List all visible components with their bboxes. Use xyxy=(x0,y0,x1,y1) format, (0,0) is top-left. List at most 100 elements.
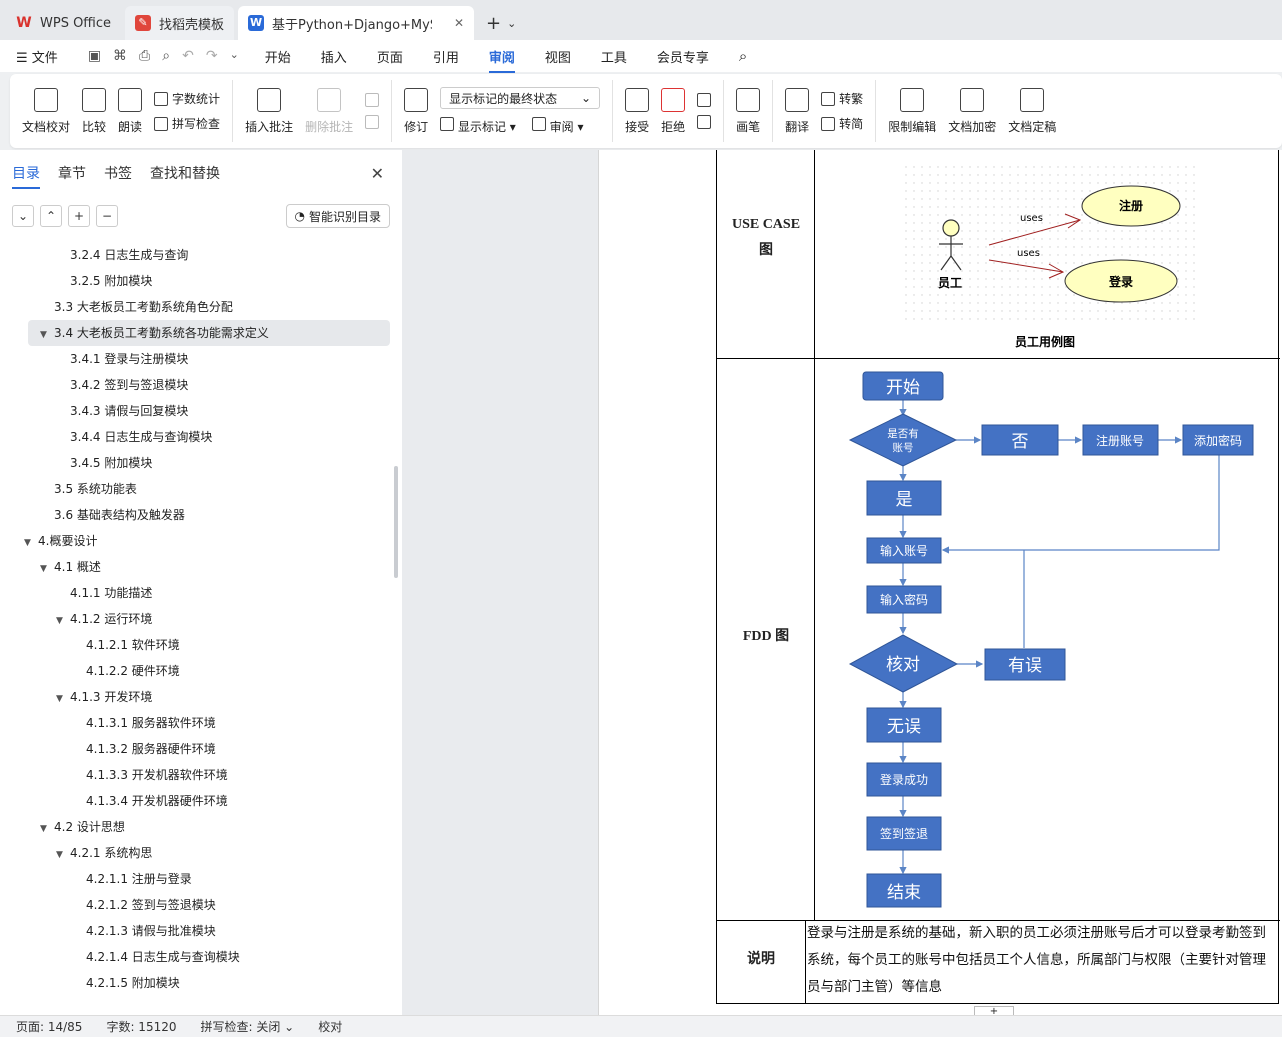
tab-current-document[interactable]: W 基于Python+Django+MySQ ✕ xyxy=(238,6,475,40)
flow-input-account xyxy=(866,537,942,564)
restrict-edit-button[interactable]: 限制编辑 xyxy=(888,87,936,135)
redo-icon[interactable]: ↷ xyxy=(205,48,218,64)
menu-view[interactable]: 视图 xyxy=(544,50,571,66)
menu-review[interactable]: 审阅 xyxy=(488,47,515,73)
menu-file[interactable]: ☰ 文件 xyxy=(16,50,58,66)
chevron-down-icon[interactable]: ⌄ xyxy=(229,48,239,61)
menu-page[interactable]: 页面 xyxy=(376,50,403,66)
toc-item[interactable]: 4.1.3.3 开发机器软件环境 xyxy=(0,762,402,788)
expand-triangle-icon[interactable]: ▼ xyxy=(40,330,47,340)
toc-item[interactable]: ▼4.概要设计 xyxy=(0,528,402,554)
toc-item[interactable]: 4.1.1 功能描述 xyxy=(0,580,402,606)
to-simplified-button[interactable]: 转简 xyxy=(821,115,863,132)
toc-item[interactable]: 4.2.1.2 签到与签退模块 xyxy=(0,892,402,918)
search-icon[interactable]: ⌕ xyxy=(738,47,748,65)
revise-button[interactable]: 修订 xyxy=(404,87,428,135)
toc-item[interactable]: ▼4.1 概述 xyxy=(0,554,402,580)
menu-tools[interactable]: 工具 xyxy=(600,50,627,66)
toc-item[interactable]: 3.4.3 请假与回复模块 xyxy=(0,398,402,424)
prev-change-button[interactable] xyxy=(697,93,712,107)
toc-item[interactable]: 3.3 大老板员工考勤系统角色分配 xyxy=(0,294,402,320)
tab-sections[interactable]: 章节 xyxy=(58,166,86,182)
word-count-indicator[interactable]: 字数: 15120 xyxy=(106,1020,177,1034)
toc-item[interactable]: 4.2.1.1 注册与登录 xyxy=(0,866,402,892)
toc-item[interactable]: 4.1.3.2 服务器硬件环境 xyxy=(0,736,402,762)
expand-triangle-icon[interactable]: ▼ xyxy=(56,694,63,704)
toc-item[interactable]: 3.2.4 日志生成与查询 xyxy=(0,242,402,268)
add-icon[interactable]: + xyxy=(68,205,90,227)
delete-comment-button[interactable]: 删除批注 xyxy=(305,87,353,135)
undo-icon[interactable]: ↶ xyxy=(182,48,194,64)
toc-item[interactable]: 3.4.1 登录与注册模块 xyxy=(0,346,402,372)
export-icon[interactable]: ⌘ xyxy=(113,48,128,64)
menu-insert[interactable]: 插入 xyxy=(320,50,347,66)
toc-item[interactable]: 4.2.1.5 附加模块 xyxy=(0,970,402,991)
toc-item[interactable]: 4.1.2.2 硬件环境 xyxy=(0,658,402,684)
toc-item[interactable]: ▼3.4 大老板员工考勤系统各功能需求定义 xyxy=(28,320,390,346)
menu-home[interactable]: 开始 xyxy=(264,50,291,66)
toc-item[interactable]: 3.4.4 日志生成与查询模块 xyxy=(0,424,402,450)
prev-comment-button[interactable] xyxy=(365,93,380,107)
toc-item[interactable]: 3.2.5 附加模块 xyxy=(0,268,402,294)
compare-button[interactable]: 比较 xyxy=(82,87,106,135)
toc-item[interactable]: 3.5 系统功能表 xyxy=(0,476,402,502)
read-aloud-button[interactable]: 朗读 xyxy=(118,87,142,135)
page-indicator[interactable]: 页面: 14/85 xyxy=(16,1020,83,1034)
toc-item[interactable]: ▼4.2 设计思想 xyxy=(0,814,402,840)
spell-check-indicator[interactable]: 拼写检查: 关闭 ⌄ xyxy=(200,1020,295,1034)
menu-member[interactable]: 会员专享 xyxy=(656,50,709,66)
reject-button[interactable]: 拒绝 xyxy=(661,87,685,135)
expand-triangle-icon[interactable]: ▼ xyxy=(40,824,47,834)
markup-state-select[interactable]: 显示标记的最终状态⌄ xyxy=(440,87,601,109)
toc-item[interactable]: 3.6 基础表结构及触发器 xyxy=(0,502,402,528)
tab-wps-office[interactable]: W WPS Office xyxy=(6,6,121,40)
toc-item[interactable]: 4.2.1.4 日志生成与查询模块 xyxy=(0,944,402,970)
translate-button[interactable]: 翻译 xyxy=(785,87,809,135)
toc-item[interactable]: ▼4.2.1 系统构思 xyxy=(0,840,402,866)
toc-item[interactable]: 4.1.3.4 开发机器硬件环境 xyxy=(0,788,402,814)
review-pane-button[interactable]: 审阅 ▾ xyxy=(531,117,583,135)
new-tab-icon[interactable]: + xyxy=(486,12,502,34)
chevron-down-icon[interactable]: ⌄ xyxy=(507,16,517,30)
close-icon[interactable]: ✕ xyxy=(370,163,384,183)
remove-icon[interactable]: − xyxy=(96,205,118,227)
toc-scrollbar[interactable] xyxy=(394,466,398,578)
page-scroll-handle[interactable]: + xyxy=(974,1006,1014,1015)
proofread-button[interactable]: 文档校对 xyxy=(22,87,70,135)
toc-item[interactable]: 4.1.3.1 服务器软件环境 xyxy=(0,710,402,736)
toc-item[interactable]: 4.2.1.3 请假与批准模块 xyxy=(0,918,402,944)
spell-check-button[interactable]: 拼写检查 xyxy=(154,115,220,132)
tab-toc[interactable]: 目录 xyxy=(12,163,40,189)
collapse-down-icon[interactable]: ⌄ xyxy=(12,205,34,227)
word-count-button[interactable]: 字数统计 xyxy=(154,90,220,107)
expand-triangle-icon[interactable]: ▼ xyxy=(24,538,31,548)
proofread-indicator[interactable]: 校对 xyxy=(318,1020,343,1034)
preview-icon[interactable]: ⌕ xyxy=(162,48,171,64)
finalize-button[interactable]: 文档定稿 xyxy=(1008,87,1056,135)
menu-references[interactable]: 引用 xyxy=(432,50,459,66)
print-icon[interactable]: ⎙ xyxy=(139,48,151,64)
tab-find-replace[interactable]: 查找和替换 xyxy=(150,166,220,182)
toc-item[interactable]: 3.4.2 签到与签退模块 xyxy=(0,372,402,398)
toc-item[interactable]: 3.4.5 附加模块 xyxy=(0,450,402,476)
collapse-up-icon[interactable]: ⌃ xyxy=(40,205,62,227)
expand-triangle-icon[interactable]: ▼ xyxy=(56,616,63,626)
accept-button[interactable]: 接受 xyxy=(625,87,649,135)
smart-toc-button[interactable]: ◔智能识别目录 xyxy=(285,204,390,228)
tab-daoke-template[interactable]: ✎ 找稻壳模板 xyxy=(125,6,235,40)
expand-triangle-icon[interactable]: ▼ xyxy=(56,850,63,860)
close-icon[interactable]: ✕ xyxy=(453,16,465,30)
encrypt-button[interactable]: 文档加密 xyxy=(948,87,996,135)
expand-triangle-icon[interactable]: ▼ xyxy=(40,564,47,574)
pen-button[interactable]: 画笔 xyxy=(736,87,760,135)
save-icon[interactable]: ▣ xyxy=(87,48,102,64)
toc-item[interactable]: 4.1.2.1 软件环境 xyxy=(0,632,402,658)
toc-item[interactable]: ▼4.1.2 运行环境 xyxy=(0,606,402,632)
tab-bookmarks[interactable]: 书签 xyxy=(104,166,132,182)
toc-item[interactable]: ▼4.1.3 开发环境 xyxy=(0,684,402,710)
to-traditional-button[interactable]: 转繁 xyxy=(821,90,863,107)
show-markup-button[interactable]: 显示标记 ▾ xyxy=(440,117,516,135)
insert-comment-button[interactable]: 插入批注 xyxy=(245,87,293,135)
next-comment-button[interactable] xyxy=(365,115,380,129)
next-change-button[interactable] xyxy=(697,115,712,129)
